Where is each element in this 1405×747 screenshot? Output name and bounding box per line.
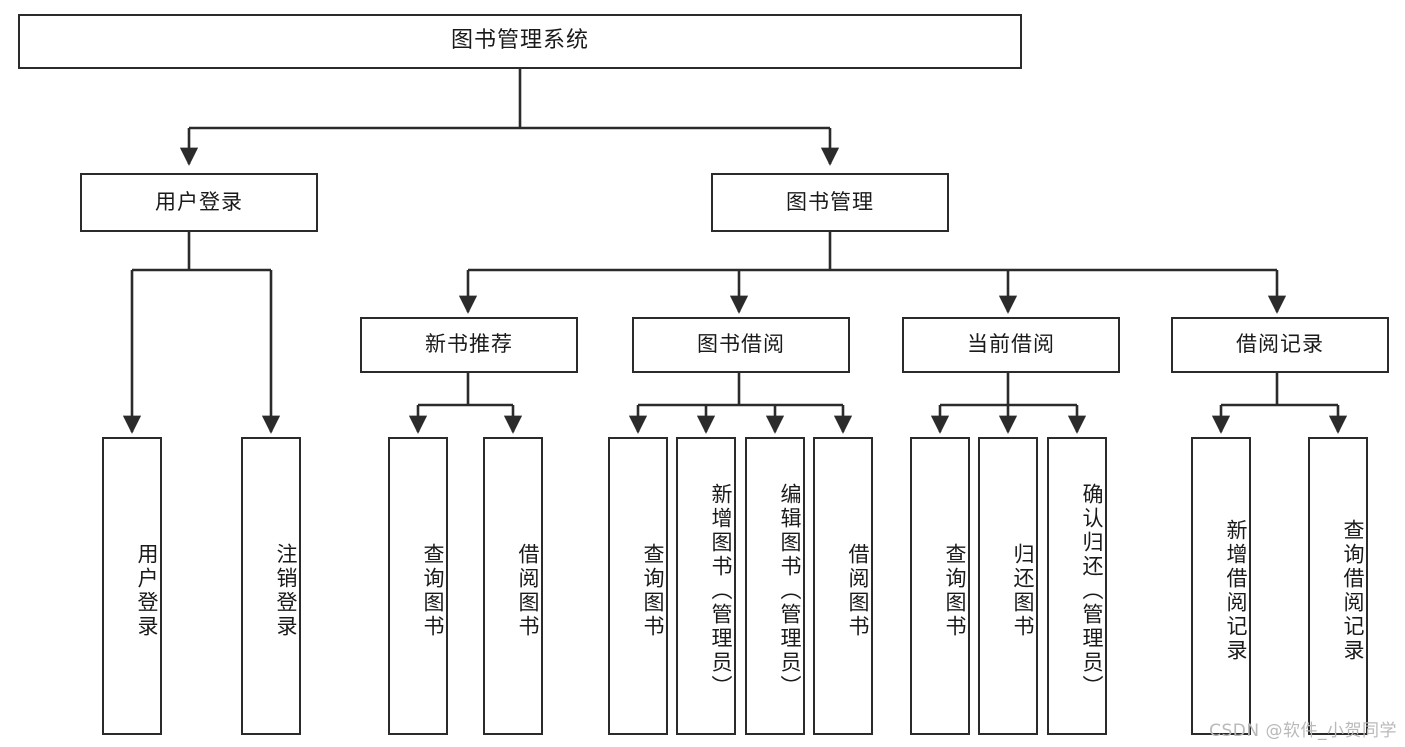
leaf-query-book-3[interactable]: 查询图书 [910, 437, 970, 735]
leaf-borrow-book-1[interactable]: 借阅图书 [483, 437, 543, 735]
leaf-query-book-3-label: 查询图书 [943, 543, 967, 639]
node-borrow-record[interactable]: 借阅记录 [1171, 317, 1389, 373]
leaf-add-book[interactable]: 新增图书（管理员） [676, 437, 736, 735]
leaf-edit-book[interactable]: 编辑图书（管理员） [745, 437, 805, 735]
node-user-login[interactable]: 用户登录 [80, 173, 318, 232]
node-new-book-recommend[interactable]: 新书推荐 [360, 317, 578, 373]
leaf-query-book-2-label: 查询图书 [641, 543, 665, 639]
leaf-confirm-return-label: 确认归还（管理员） [1080, 483, 1104, 699]
leaf-user-login-label: 用户登录 [135, 543, 159, 639]
leaf-query-record[interactable]: 查询借阅记录 [1308, 437, 1368, 735]
leaf-borrow-book-2-label: 借阅图书 [846, 543, 870, 639]
node-root-label: 图书管理系统 [450, 28, 589, 54]
leaf-return-book[interactable]: 归还图书 [978, 437, 1038, 735]
leaf-logout-login-label: 注销登录 [274, 543, 298, 639]
leaf-add-record[interactable]: 新增借阅记录 [1191, 437, 1251, 735]
node-root[interactable]: 图书管理系统 [18, 14, 1022, 69]
leaf-query-book-1[interactable]: 查询图书 [388, 437, 448, 735]
node-current-borrow-label: 当前借阅 [967, 332, 1055, 357]
leaf-add-book-label: 新增图书（管理员） [709, 483, 733, 699]
watermark: CSDN @软件_小贺同学 [1209, 721, 1397, 741]
node-book-management[interactable]: 图书管理 [711, 173, 949, 232]
node-current-borrow[interactable]: 当前借阅 [902, 317, 1120, 373]
leaf-logout-login[interactable]: 注销登录 [241, 437, 301, 735]
leaf-user-login[interactable]: 用户登录 [102, 437, 162, 735]
node-new-book-recommend-label: 新书推荐 [425, 332, 513, 357]
leaf-query-record-label: 查询借阅记录 [1341, 519, 1365, 663]
node-book-management-label: 图书管理 [786, 189, 874, 214]
leaf-add-record-label: 新增借阅记录 [1224, 519, 1248, 663]
leaf-edit-book-label: 编辑图书（管理员） [778, 483, 802, 699]
leaf-query-book-2[interactable]: 查询图书 [608, 437, 668, 735]
leaf-return-book-label: 归还图书 [1011, 543, 1035, 639]
node-user-login-label: 用户登录 [155, 189, 243, 214]
node-book-borrow[interactable]: 图书借阅 [632, 317, 850, 373]
node-borrow-record-label: 借阅记录 [1236, 332, 1324, 357]
leaf-confirm-return[interactable]: 确认归还（管理员） [1047, 437, 1107, 735]
leaf-borrow-book-2[interactable]: 借阅图书 [813, 437, 873, 735]
leaf-borrow-book-1-label: 借阅图书 [516, 543, 540, 639]
leaf-query-book-1-label: 查询图书 [421, 543, 445, 639]
node-book-borrow-label: 图书借阅 [697, 332, 785, 357]
